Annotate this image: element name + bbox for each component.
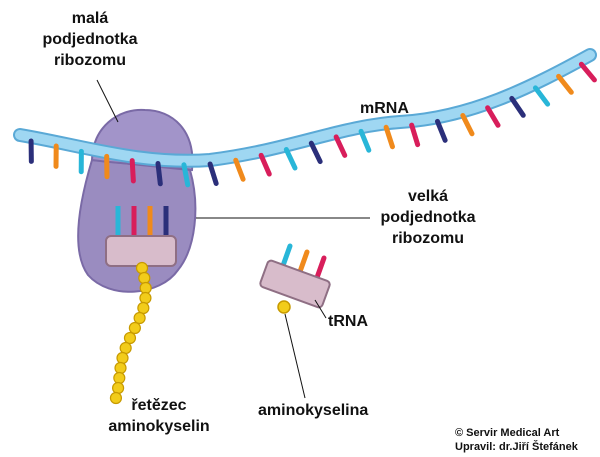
mrna-base-navy bbox=[155, 161, 163, 187]
mrna-base-navy bbox=[434, 118, 448, 143]
free-trna bbox=[259, 259, 331, 309]
amino-acid-bead bbox=[139, 291, 152, 305]
leader-small-subunit bbox=[96, 79, 119, 123]
amino-acid-bead bbox=[137, 301, 150, 315]
label-small-subunit: malá podjednotka ribozomu bbox=[42, 10, 138, 69]
amino-acid-bead bbox=[109, 391, 123, 405]
mrna-base-cyan bbox=[181, 162, 191, 188]
free-amino-acid bbox=[277, 300, 291, 314]
amino-acid-bead bbox=[128, 321, 141, 335]
mrna-base-navy bbox=[509, 95, 526, 118]
ribosome-trna-bases bbox=[115, 206, 169, 236]
amino-acid-bead bbox=[139, 281, 152, 295]
mrna-base-red bbox=[333, 134, 348, 158]
mrna-base-navy bbox=[308, 140, 323, 165]
mrna-base-red bbox=[409, 122, 421, 148]
label-amino-acid: aminokyselina bbox=[258, 402, 369, 419]
amino-acid-bead bbox=[138, 271, 151, 285]
mrna-base-cyan bbox=[358, 128, 372, 153]
amino-acid-bead bbox=[135, 261, 149, 275]
mrna-base-red bbox=[258, 152, 272, 177]
mrna-base-cyan bbox=[283, 147, 298, 171]
amino-acid-bead bbox=[112, 381, 125, 395]
mrna-base-red bbox=[578, 61, 597, 83]
leader-trna bbox=[314, 299, 327, 319]
mrna-base-cyan bbox=[532, 85, 551, 107]
amino-acid-chain bbox=[109, 261, 152, 405]
mrna-base-orange bbox=[556, 73, 574, 95]
amino-acid-bead bbox=[114, 361, 127, 375]
large-ribosome-subunit bbox=[77, 158, 197, 293]
bound-trna bbox=[105, 235, 177, 267]
leader-amino-acid bbox=[284, 313, 306, 399]
label-large-subunit: velká podjednotka ribozomu bbox=[380, 188, 476, 247]
credit: © Servir Medical Art Upravil: dr.Jiří Št… bbox=[455, 427, 578, 453]
mrna-base-red bbox=[129, 158, 136, 184]
mrna-bases bbox=[28, 61, 597, 188]
mrna-base-red bbox=[485, 105, 501, 128]
label-chain: řetězec aminokyselin bbox=[108, 397, 210, 435]
amino-acid-bead bbox=[133, 311, 146, 325]
amino-acid-bead bbox=[113, 371, 126, 385]
mrna-base-orange bbox=[233, 157, 246, 182]
amino-acid-bead bbox=[123, 331, 137, 345]
label-trna: tRNA bbox=[328, 313, 368, 330]
mrna-base-navy bbox=[207, 161, 219, 186]
mrna-base-orange bbox=[383, 124, 395, 150]
amino-acid-bead bbox=[119, 341, 132, 355]
mrna-base-orange bbox=[460, 113, 475, 137]
amino-acid-bead bbox=[116, 351, 129, 365]
label-mrna: mRNA bbox=[360, 100, 409, 117]
